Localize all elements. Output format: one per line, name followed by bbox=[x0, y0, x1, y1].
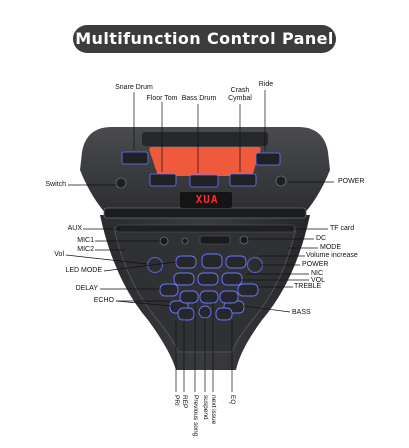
prev-button bbox=[179, 290, 199, 304]
label-echo: ECHO bbox=[93, 297, 114, 304]
label-tf-card: TF card bbox=[330, 225, 355, 232]
eq-button bbox=[215, 307, 233, 321]
vol-down-button bbox=[173, 272, 195, 286]
treble-button bbox=[237, 283, 259, 297]
nic-button bbox=[221, 272, 243, 286]
label-suspend: suspend bbox=[202, 395, 209, 420]
pri-button bbox=[177, 307, 195, 321]
label-bass-drum: Bass Drum bbox=[181, 95, 217, 102]
label-mode: MODE bbox=[320, 244, 341, 251]
led-mode-button bbox=[175, 255, 197, 269]
label-dc: DC bbox=[316, 235, 327, 242]
dc-jack bbox=[239, 235, 249, 245]
vol-knob bbox=[147, 257, 163, 273]
center-pad bbox=[149, 147, 261, 176]
play-button bbox=[199, 290, 219, 304]
drum-pads bbox=[121, 151, 281, 188]
label-pri: PRI bbox=[173, 395, 180, 406]
aux-jack bbox=[181, 237, 189, 245]
label-treble: TREBLE bbox=[294, 283, 322, 290]
mic1-jack bbox=[159, 236, 169, 246]
label-power-top: POWER bbox=[338, 178, 365, 185]
led-display: AUX bbox=[180, 192, 232, 208]
label-snare-drum: Snare Drum bbox=[115, 84, 153, 91]
label-aux: AUX bbox=[67, 225, 82, 232]
label-floor-tom: Floor Tom bbox=[146, 95, 178, 102]
delay-button bbox=[159, 283, 179, 297]
volume-increase-button bbox=[225, 255, 247, 269]
label-switch: Switch bbox=[45, 181, 66, 188]
label-cymbal: Cymbal bbox=[228, 95, 252, 102]
label-power-mid: POWER bbox=[302, 261, 329, 268]
ride-pad bbox=[255, 152, 281, 166]
label-vol2: VOL bbox=[311, 277, 326, 284]
label-ride: Ride bbox=[258, 81, 274, 88]
snare-drum-pad bbox=[121, 151, 149, 165]
suspend-button bbox=[198, 305, 212, 319]
label-led-mode: LED MODE bbox=[65, 267, 102, 274]
label-volume-increase: Volume increase bbox=[306, 252, 358, 259]
panel-slot bbox=[103, 207, 307, 219]
mode-button bbox=[201, 253, 223, 269]
label-delay: DELAY bbox=[75, 285, 98, 292]
mic2-knob bbox=[247, 257, 263, 273]
crash-cymbal-pad bbox=[229, 173, 257, 187]
next-button bbox=[219, 290, 239, 304]
power-button-top bbox=[275, 175, 287, 187]
floor-tom-pad bbox=[149, 173, 177, 187]
label-bass: BASS bbox=[292, 309, 311, 316]
label-crash: Crash bbox=[230, 87, 250, 94]
page-title: Multifunction Control Panel bbox=[73, 25, 336, 53]
label-eq: EQ bbox=[229, 395, 236, 405]
label-nic: NIC bbox=[311, 270, 324, 277]
bass-drum-pad bbox=[189, 174, 219, 188]
label-rep: REP bbox=[181, 395, 188, 409]
label-mic2: MIC2 bbox=[77, 246, 94, 253]
switch-button bbox=[115, 177, 127, 189]
label-previous-song: Previous song bbox=[192, 395, 199, 437]
label-mic1: MIC1 bbox=[77, 237, 94, 244]
label-next-issue: next issue bbox=[210, 395, 217, 425]
label-vol: Vol bbox=[54, 251, 64, 258]
power-button bbox=[197, 272, 219, 286]
